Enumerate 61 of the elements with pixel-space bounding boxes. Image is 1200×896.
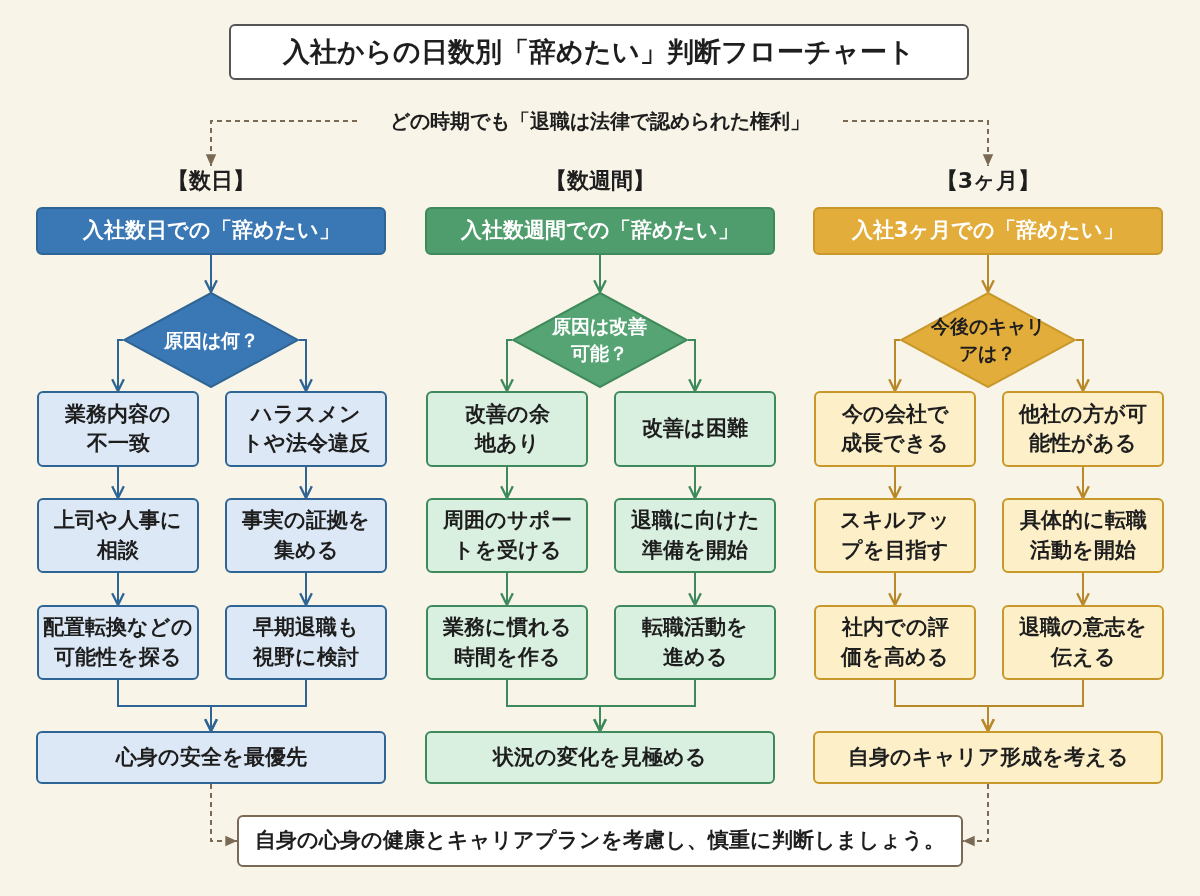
dashed-arrow (842, 120, 994, 167)
start-box: 入社数週間での「辞めたい」 (425, 207, 775, 255)
arrow (1076, 466, 1090, 500)
arrow (299, 466, 313, 500)
dashed-arrow (205, 120, 358, 167)
process-box: 配置転換などの可能性を探る (37, 605, 199, 680)
arrow (888, 572, 902, 607)
arrow (500, 339, 514, 393)
arrow (500, 572, 514, 607)
column-heading: 【数日】 (146, 166, 276, 196)
arrow (1076, 572, 1090, 607)
arrow (687, 339, 702, 393)
arrow (204, 254, 218, 294)
process-box: 改善は困難 (614, 391, 776, 467)
arrow (500, 466, 514, 500)
start-box: 入社3ヶ月での「辞めたい」 (813, 207, 1163, 255)
column-heading: 【3ヶ月】 (923, 166, 1053, 196)
arrow (688, 466, 702, 500)
arrow (111, 339, 125, 393)
process-box: 早期退職も視野に検討 (225, 605, 387, 680)
start-box: 入社数日での「辞めたい」 (36, 207, 386, 255)
dashed-arrow (210, 783, 238, 847)
process-box: 退職の意志を伝える (1002, 605, 1164, 680)
process-box: スキルアップを目指す (814, 498, 976, 573)
process-box: ハラスメントや法令違反 (225, 391, 387, 467)
decision-diamond: 原因は何？ (123, 292, 299, 388)
arrow (298, 339, 313, 393)
process-box: 事実の証拠を集める (225, 498, 387, 573)
column-heading: 【数週間】 (535, 166, 665, 196)
arrow (111, 466, 125, 500)
arrow (888, 339, 902, 393)
arrow (111, 572, 125, 607)
process-box: 上司や人事に相談 (37, 498, 199, 573)
process-box: 退職に向けた準備を開始 (614, 498, 776, 573)
result-box: 心身の安全を最優先 (36, 731, 386, 784)
arrow (299, 572, 313, 607)
process-box: 改善の余地あり (426, 391, 588, 467)
decision-diamond: 今後のキャリアは？ (900, 292, 1076, 388)
result-box: 状況の変化を見極める (425, 731, 775, 784)
arrow (1075, 339, 1090, 393)
arrow (593, 679, 696, 733)
process-box: 具体的に転職活動を開始 (1002, 498, 1164, 573)
process-box: 周囲のサポートを受ける (426, 498, 588, 573)
arrow (204, 679, 307, 733)
conclusion-box: 自身の心身の健康とキャリアプランを考慮し、慎重に判断しましょう。 (237, 815, 963, 867)
process-box: 社内での評価を高める (814, 605, 976, 680)
arrow (688, 572, 702, 607)
note-text: どの時期でも「退職は法律で認められた権利」 (365, 106, 835, 136)
process-box: 他社の方が可能性がある (1002, 391, 1164, 467)
process-box: 転職活動を進める (614, 605, 776, 680)
dashed-arrow (962, 783, 989, 847)
process-box: 業務内容の不一致 (37, 391, 199, 467)
arrow (593, 254, 607, 294)
arrow (981, 254, 995, 294)
process-box: 今の会社で成長できる (814, 391, 976, 467)
arrow (888, 466, 902, 500)
result-box: 自身のキャリア形成を考える (813, 731, 1163, 784)
title-box: 入社からの日数別「辞めたい」判断フローチャート (229, 24, 969, 80)
decision-diamond: 原因は改善可能？ (512, 292, 688, 388)
arrow (981, 679, 1084, 733)
process-box: 業務に慣れる時間を作る (426, 605, 588, 680)
